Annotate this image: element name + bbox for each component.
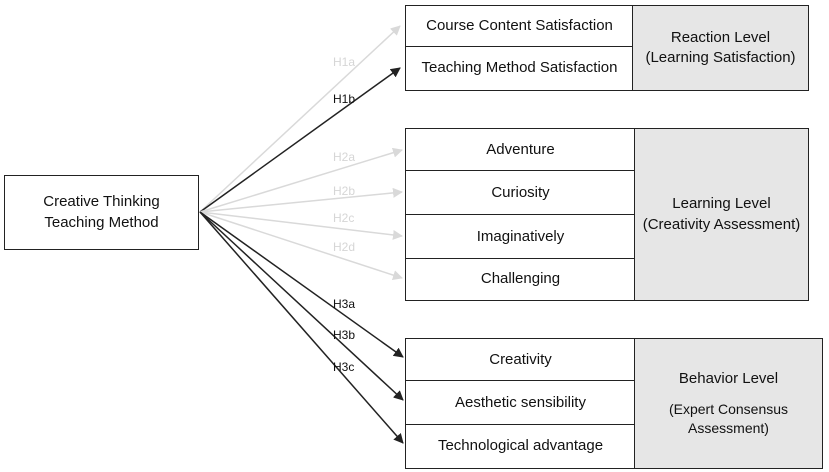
learning-item-3: Imaginatively xyxy=(405,214,636,260)
label-h1a: H1a xyxy=(333,55,356,69)
learning-item-2: Curiosity xyxy=(405,170,636,216)
learning-item-4: Challenging xyxy=(405,258,636,301)
label-h3c: H3c xyxy=(333,360,355,374)
label-h3b: H3b xyxy=(333,328,356,342)
behavior-item-2-label: Aesthetic sensibility xyxy=(455,393,586,411)
behavior-item-3-label: Technological advantage xyxy=(437,437,604,455)
label-h2b: H2b xyxy=(333,184,356,198)
learning-item-4-label: Challenging xyxy=(480,270,561,288)
learning-level-box: Learning Level (Creativity Assessment) xyxy=(634,128,809,301)
arrow-h2d xyxy=(199,211,403,280)
learning-level-subtitle: (Creativity Assessment) xyxy=(642,215,801,233)
reaction-level-title: Reaction Level xyxy=(670,28,771,46)
source-line2: Teaching Method xyxy=(44,213,159,231)
label-h3a: H3a xyxy=(333,297,356,311)
label-h2d: H2d xyxy=(333,240,356,254)
arrow-h3c xyxy=(199,211,404,444)
learning-item-2-label: Curiosity xyxy=(491,183,550,201)
reaction-level-subtitle: (Learning Satisfaction) xyxy=(645,49,796,66)
reaction-item-2-label: Teaching Method Satisfaction xyxy=(421,59,618,77)
arrow-h2a xyxy=(199,147,403,213)
behavior-level-subtitle-1: (Expert Consensus xyxy=(668,400,789,417)
learning-item-1-label: Adventure xyxy=(486,140,555,158)
reaction-item-1: Course Content Satisfaction xyxy=(405,5,634,48)
behavior-level-subtitle-2: Assessment) xyxy=(688,419,769,436)
label-h1b: H1b xyxy=(333,92,356,106)
behavior-item-3: Technological advantage xyxy=(405,424,636,469)
arrow-h1a xyxy=(199,25,401,213)
source-box: Creative Thinking Teaching Method xyxy=(4,175,199,250)
reaction-level-box: Reaction Level (Learning Satisfaction) xyxy=(632,5,809,91)
behavior-item-1: Creativity xyxy=(405,338,636,382)
reaction-item-1-label: Course Content Satisfaction xyxy=(426,17,613,35)
behavior-item-1-label: Creativity xyxy=(489,350,552,368)
arrow-h3a xyxy=(199,211,404,358)
learning-item-1: Adventure xyxy=(405,128,636,172)
learning-level-title: Learning Level xyxy=(672,195,771,213)
behavior-item-2: Aesthetic sensibility xyxy=(405,380,636,426)
learning-item-3-label: Imaginatively xyxy=(476,227,565,245)
arrow-h3b xyxy=(199,211,404,401)
arrow-h2c xyxy=(199,211,403,240)
label-h2c: H2c xyxy=(333,211,355,225)
source-line1: Creative Thinking xyxy=(43,193,160,211)
behavior-level-box: Behavior Level (Expert Consensus Assessm… xyxy=(634,338,823,469)
behavior-level-title: Behavior Level xyxy=(678,370,779,388)
label-h2a: H2a xyxy=(333,150,356,164)
reaction-item-2: Teaching Method Satisfaction xyxy=(405,46,634,91)
arrow-h2b xyxy=(199,187,403,213)
arrow-h1b xyxy=(199,67,401,213)
